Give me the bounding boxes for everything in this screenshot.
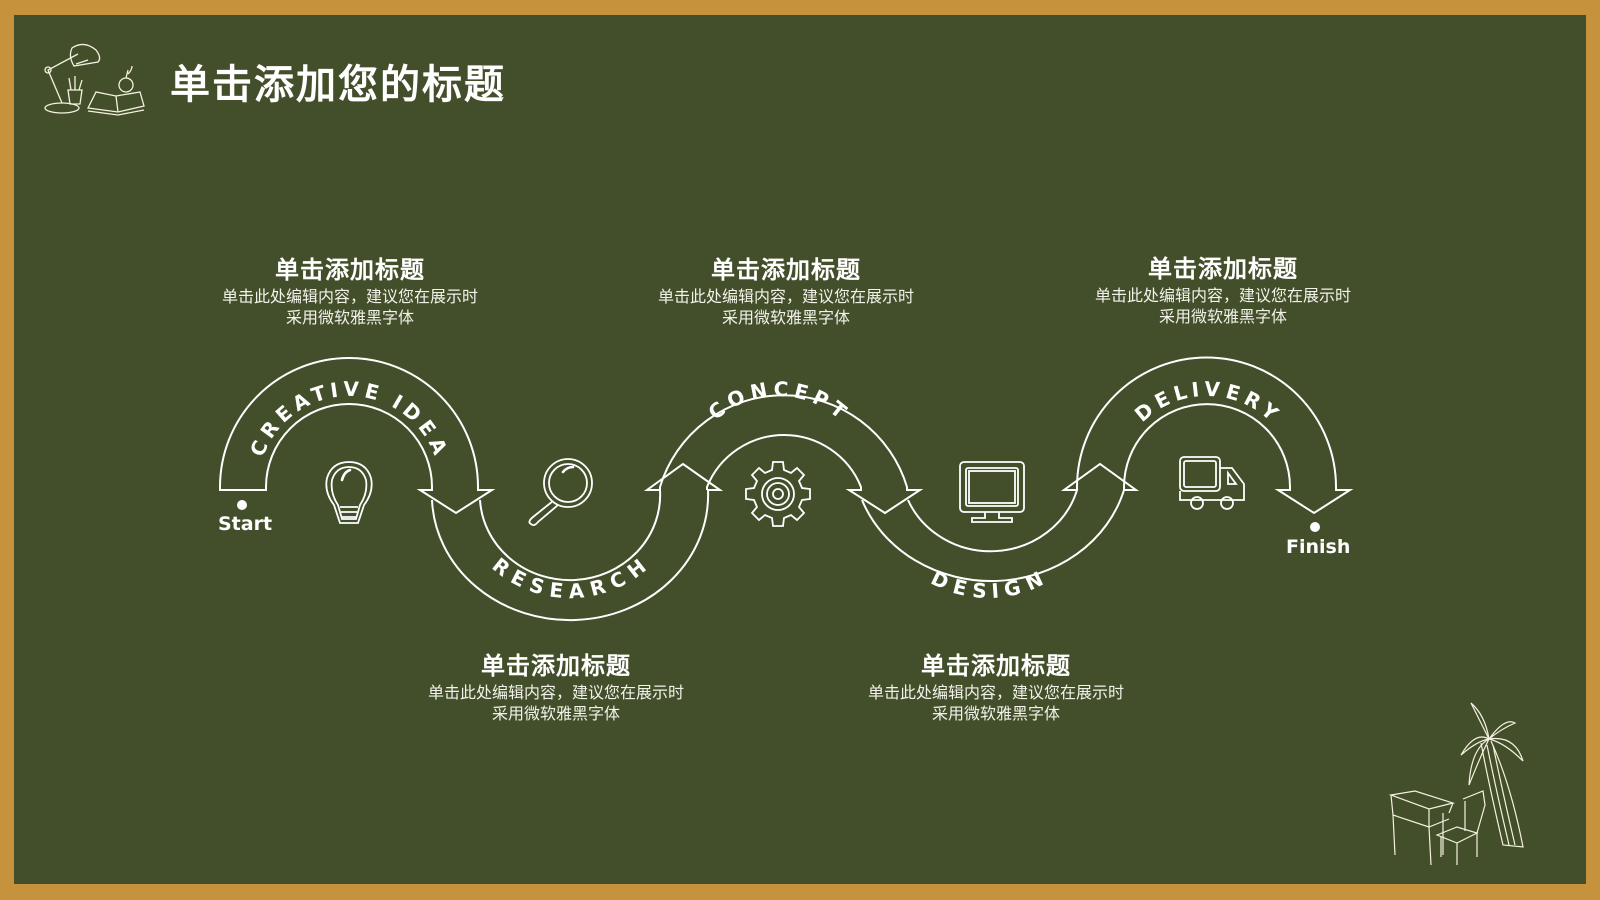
svg-text:CONCEPT: CONCEPT <box>703 377 852 425</box>
magnifier-icon <box>528 458 593 527</box>
text-block-research[interactable]: 单击添加标题 单击此处编辑内容，建议您在展示时 采用微软雅黑字体 <box>396 650 716 724</box>
start-label: Start <box>218 513 273 535</box>
text-block-concept[interactable]: 单击添加标题 单击此处编辑内容，建议您在展示时 采用微软雅黑字体 <box>626 254 946 328</box>
desk-chair-palm-illustration-icon <box>1388 702 1524 866</box>
finish-dot <box>1310 522 1320 532</box>
block-desc-line2: 采用微软雅黑字体 <box>931 704 1060 723</box>
stage-research-arrow <box>431 462 724 622</box>
block-title: 单击添加标题 <box>481 652 631 680</box>
block-title: 单击添加标题 <box>275 256 425 284</box>
start-dot <box>237 500 247 510</box>
block-title: 单击添加标题 <box>1148 255 1298 283</box>
block-desc-line2: 采用微软雅黑字体 <box>1158 307 1287 326</box>
block-desc-line1: 单击此处编辑内容，建议您在展示时 <box>427 683 684 702</box>
text-block-design[interactable]: 单击添加标题 单击此处编辑内容，建议您在展示时 采用微软雅黑字体 <box>836 650 1156 724</box>
svg-text:DELIVERY: DELIVERY <box>1130 377 1284 427</box>
stage-delivery-arrow <box>1076 356 1354 515</box>
stage-label-delivery: DELIVERY <box>1130 377 1282 427</box>
truck-icon <box>1179 456 1245 510</box>
stage-concept-arrow <box>659 394 924 515</box>
block-title: 单击添加标题 <box>921 652 1071 680</box>
block-desc-line1: 单击此处编辑内容，建议您在展示时 <box>221 287 478 306</box>
block-desc-line2: 采用微软雅黑字体 <box>491 704 620 723</box>
block-title: 单击添加标题 <box>711 256 861 284</box>
svg-text:DESIGN: DESIGN <box>927 566 1048 604</box>
lamp-books-illustration-icon <box>44 43 145 116</box>
block-desc-line2: 采用微软雅黑字体 <box>721 308 850 327</box>
finish-label: Finish <box>1286 536 1351 558</box>
block-desc-line1: 单击此处编辑内容，建议您在展示时 <box>657 287 914 306</box>
lightbulb-icon <box>325 461 373 524</box>
gear-icon <box>745 461 811 527</box>
block-desc-line1: 单击此处编辑内容，建议您在展示时 <box>867 683 1124 702</box>
stage-label-concept: CONCEPT <box>703 377 850 425</box>
stage-creative-idea-arrow <box>219 357 496 515</box>
page-title[interactable]: 单击添加您的标题 <box>170 62 506 108</box>
stage-label-design: DESIGN <box>927 566 1046 604</box>
monitor-icon <box>959 461 1025 523</box>
text-block-creative-idea[interactable]: 单击添加标题 单击此处编辑内容，建议您在展示时 采用微软雅黑字体 <box>190 254 510 328</box>
block-desc-line2: 采用微软雅黑字体 <box>285 308 414 327</box>
stage-design-arrow <box>861 462 1140 583</box>
text-block-delivery[interactable]: 单击添加标题 单击此处编辑内容，建议您在展示时 采用微软雅黑字体 <box>1063 253 1383 327</box>
block-desc-line1: 单击此处编辑内容，建议您在展示时 <box>1094 286 1351 305</box>
